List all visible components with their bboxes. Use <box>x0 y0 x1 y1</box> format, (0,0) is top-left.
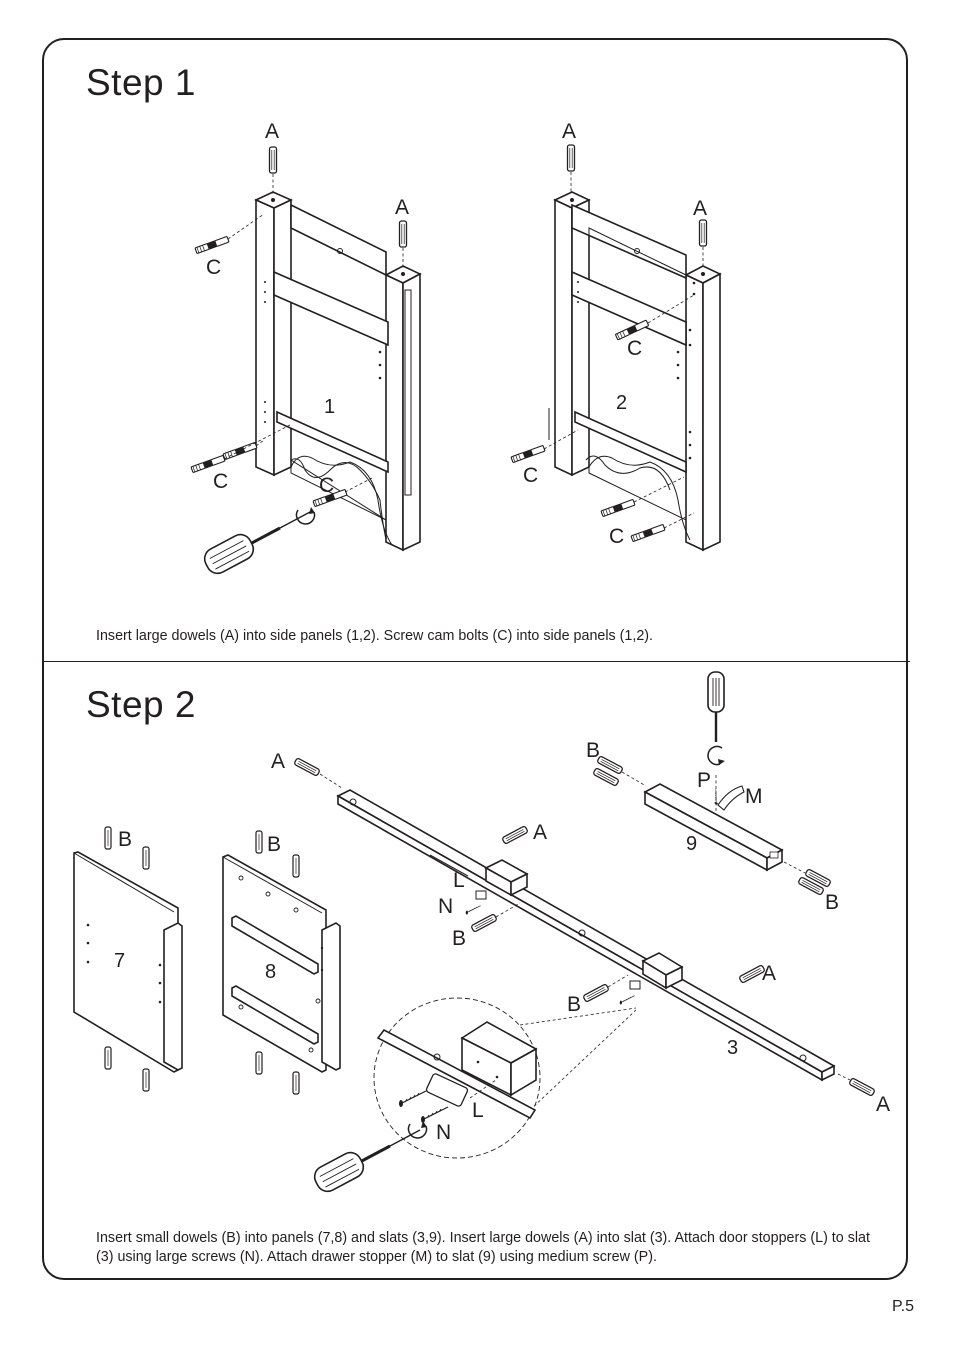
step1-instructions: Insert large dowels (A) into side panels… <box>96 628 654 644</box>
slat-9 <box>643 775 784 872</box>
cam-bolt-c-label: C <box>609 525 624 548</box>
cam-bolt-c-label: C <box>213 470 228 493</box>
cam-bolt-c-label: C <box>206 256 221 279</box>
dowel-b-icon <box>104 1046 112 1070</box>
dowel-a-icon <box>398 220 408 248</box>
large-screw-n-label: N <box>438 895 453 918</box>
dowel-b-icon <box>142 1068 150 1092</box>
dowel-a-label: A <box>395 196 409 219</box>
page-frame <box>42 38 908 1280</box>
dowel-b-label: B <box>586 739 600 762</box>
dowel-b-label: B <box>567 993 581 1016</box>
dowel-a-icon <box>698 219 708 247</box>
dowel-b-label: B <box>267 833 281 856</box>
panel-8 <box>222 854 341 1073</box>
screwdriver-icon <box>707 671 725 742</box>
dowel-a-label: A <box>762 962 776 985</box>
detail-magnifier <box>373 997 637 1159</box>
dowel-b-label: B <box>825 891 839 914</box>
dowel-a-label: A <box>876 1093 890 1116</box>
door-stopper-l-label: L <box>472 1099 484 1122</box>
panel-7-label: 7 <box>114 950 125 972</box>
dowel-a-icon <box>848 1077 876 1097</box>
dowel-a-label: A <box>533 821 547 844</box>
dowel-a-label: A <box>265 120 279 143</box>
dowel-a-label: A <box>562 120 576 143</box>
dowel-a-icon <box>566 144 576 172</box>
slat-3-label: 3 <box>727 1037 738 1059</box>
step2-instructions: Insert small dowels (B) into panels (7,8… <box>96 1230 870 1265</box>
screwdriver-icon <box>199 510 312 579</box>
drawer-stopper-m-label: M <box>745 785 763 808</box>
step2-title: Step 2 <box>86 684 196 725</box>
dowel-b-label: B <box>118 828 132 851</box>
medium-screw-p-label: P <box>697 769 711 792</box>
dowel-b-icon <box>292 854 300 878</box>
rotate-arrow-icon <box>295 506 316 525</box>
rotate-arrow-icon <box>707 745 726 766</box>
dowel-b-icon <box>142 846 150 870</box>
dowel-b-icon <box>470 913 498 933</box>
side-panel-1 <box>254 191 422 552</box>
dowel-a-label: A <box>693 197 707 220</box>
side-panel-2 <box>548 191 722 552</box>
cam-bolt-c-label: C <box>627 337 642 360</box>
dowel-b-label: B <box>452 927 466 950</box>
dowel-a-icon <box>501 825 529 845</box>
dowel-a-label: A <box>271 750 285 773</box>
cam-bolt-c-label: C <box>319 474 334 497</box>
panel-8-label: 8 <box>265 961 276 983</box>
cam-bolt-c-label: C <box>523 464 538 487</box>
slat-9-label: 9 <box>686 833 697 855</box>
slat-3 <box>336 789 836 1082</box>
dowel-b-icon <box>255 1051 263 1075</box>
dowel-b-icon <box>255 830 263 854</box>
panel-7 <box>73 851 183 1073</box>
door-stopper-l-label: L <box>453 869 465 892</box>
step1-title: Step 1 <box>86 62 196 103</box>
dowel-b-icon <box>582 983 610 1003</box>
dowel-a-icon <box>268 146 278 174</box>
page-number: P.5 <box>892 1298 914 1315</box>
large-screw-n-label: N <box>436 1121 451 1144</box>
step-divider <box>42 661 910 662</box>
panel-1-label: 1 <box>324 396 335 418</box>
dowel-b-icon <box>104 826 112 850</box>
panel-2-label: 2 <box>616 392 627 414</box>
dowel-b-icon <box>292 1071 300 1095</box>
dowel-a-icon <box>293 757 321 777</box>
